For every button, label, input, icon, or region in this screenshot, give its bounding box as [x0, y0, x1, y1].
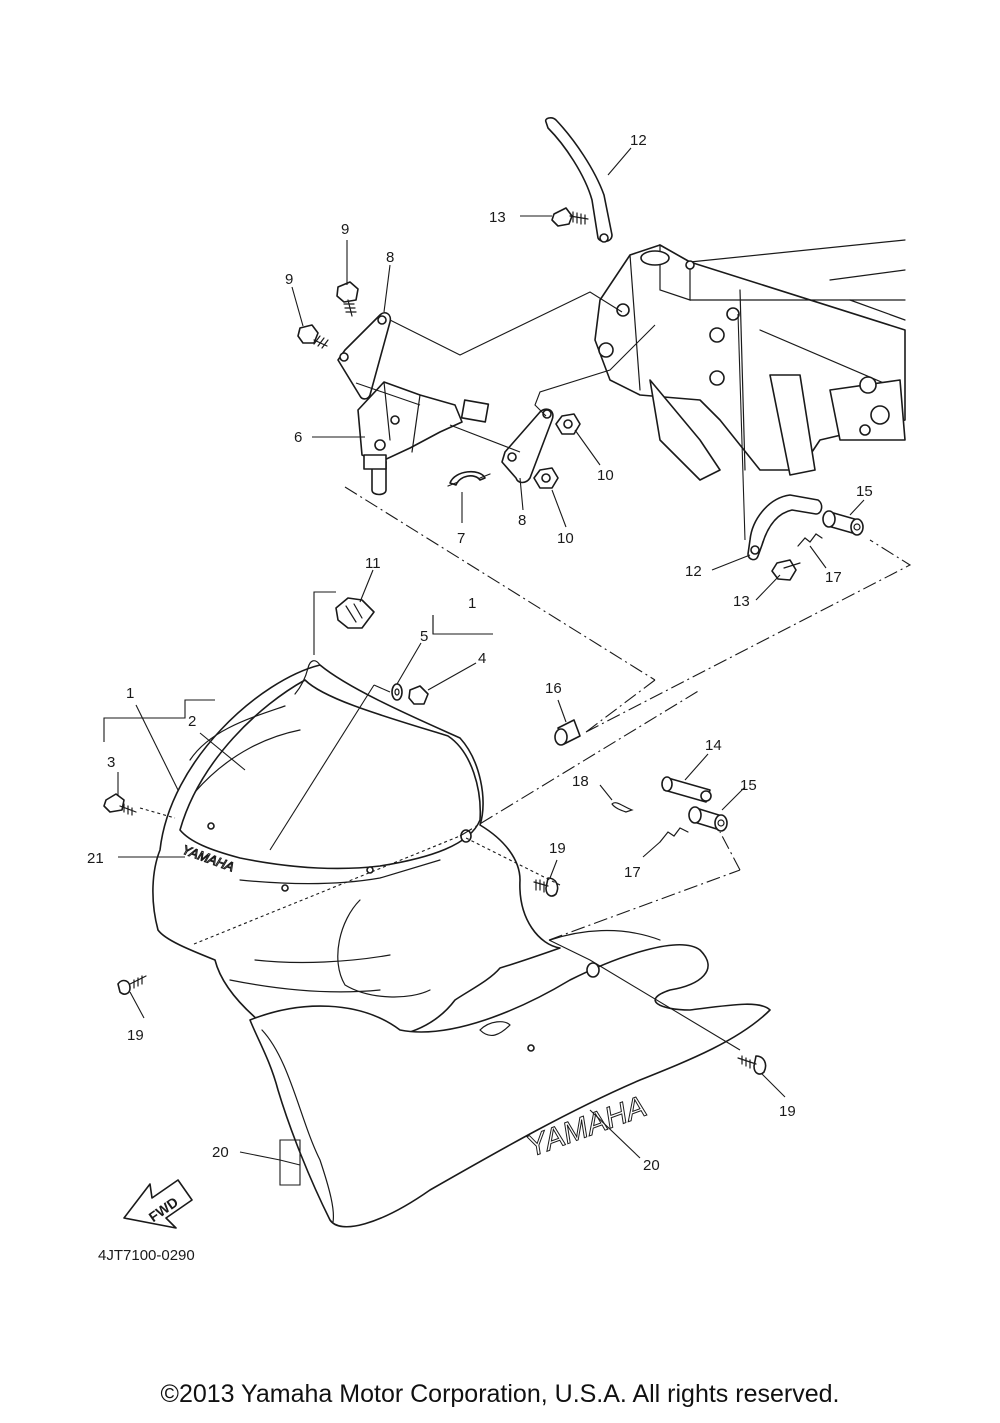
- copyright-notice: ©2013 Yamaha Motor Corporation, U.S.A. A…: [160, 1380, 840, 1408]
- callout-10: 10: [557, 530, 574, 547]
- callout-19: 19: [127, 1027, 144, 1044]
- callout-20: 20: [643, 1157, 660, 1174]
- bracket-6: [357, 381, 490, 496]
- nut-4: [408, 685, 429, 705]
- callout-20: 20: [212, 1144, 229, 1161]
- clip-17-lower: [659, 827, 689, 843]
- callout-13: 13: [733, 593, 750, 610]
- callout-15: 15: [856, 483, 873, 500]
- upper-cowling: YAMAHA: [152, 660, 561, 1041]
- callout-19: 19: [549, 840, 566, 857]
- callout-9: 9: [341, 221, 349, 238]
- callout-17: 17: [624, 864, 641, 881]
- clip-11: [335, 597, 375, 629]
- bolt-13-lower: [771, 559, 801, 581]
- screw-19-left: [117, 975, 147, 995]
- collar-15-upper: [822, 510, 864, 536]
- callout-19: 19: [779, 1103, 796, 1120]
- screw-19-right: [533, 877, 559, 897]
- callout-1: 1: [126, 685, 134, 702]
- callout-16: 16: [545, 680, 562, 697]
- nut-10-lower: [533, 467, 559, 489]
- callout-6: 6: [294, 429, 302, 446]
- clip-17-upper: [797, 533, 823, 547]
- callout-17: 17: [825, 569, 842, 586]
- callout-18: 18: [572, 773, 589, 790]
- callout-14: 14: [705, 737, 722, 754]
- callout-13: 13: [489, 209, 506, 226]
- callout-8: 8: [518, 512, 526, 529]
- callout-21: 21: [87, 850, 104, 867]
- callout-12: 12: [685, 563, 702, 580]
- screw-19-lower: [737, 1055, 767, 1075]
- callout-1: 1: [468, 595, 476, 612]
- callout-3: 3: [107, 754, 115, 771]
- frame-head: [594, 239, 906, 481]
- callout-4: 4: [478, 650, 486, 667]
- stay-12-lower: [747, 494, 823, 561]
- fwd-arrow-icon: FWD: [123, 1179, 193, 1229]
- nut-10-upper: [555, 413, 581, 435]
- washer-5: [391, 683, 403, 701]
- stay-12-upper: [544, 117, 613, 243]
- callout-15: 15: [740, 777, 757, 794]
- bolt-13-upper: [551, 207, 589, 227]
- bolt-9-lower: [297, 324, 329, 349]
- callout-8: 8: [386, 249, 394, 266]
- bolt-9-upper: [336, 281, 359, 317]
- bracket-8-lower: [501, 408, 554, 484]
- grommet-16: [554, 719, 581, 746]
- bracket-8-upper: [337, 312, 392, 400]
- callout-11: 11: [365, 555, 381, 572]
- callout-5: 5: [420, 628, 428, 645]
- callout-12: 12: [630, 132, 647, 149]
- screw-3: [103, 793, 137, 816]
- clamp-7: [447, 470, 491, 487]
- callout-10: 10: [597, 467, 614, 484]
- callout-7: 7: [457, 530, 465, 547]
- callout-9: 9: [285, 271, 293, 288]
- cotter-18: [611, 802, 634, 813]
- collar-15-lower: [688, 806, 728, 832]
- callout-2: 2: [188, 713, 196, 730]
- pin-14: [661, 776, 712, 803]
- diagram-code: 4JT7100-0290: [98, 1247, 195, 1264]
